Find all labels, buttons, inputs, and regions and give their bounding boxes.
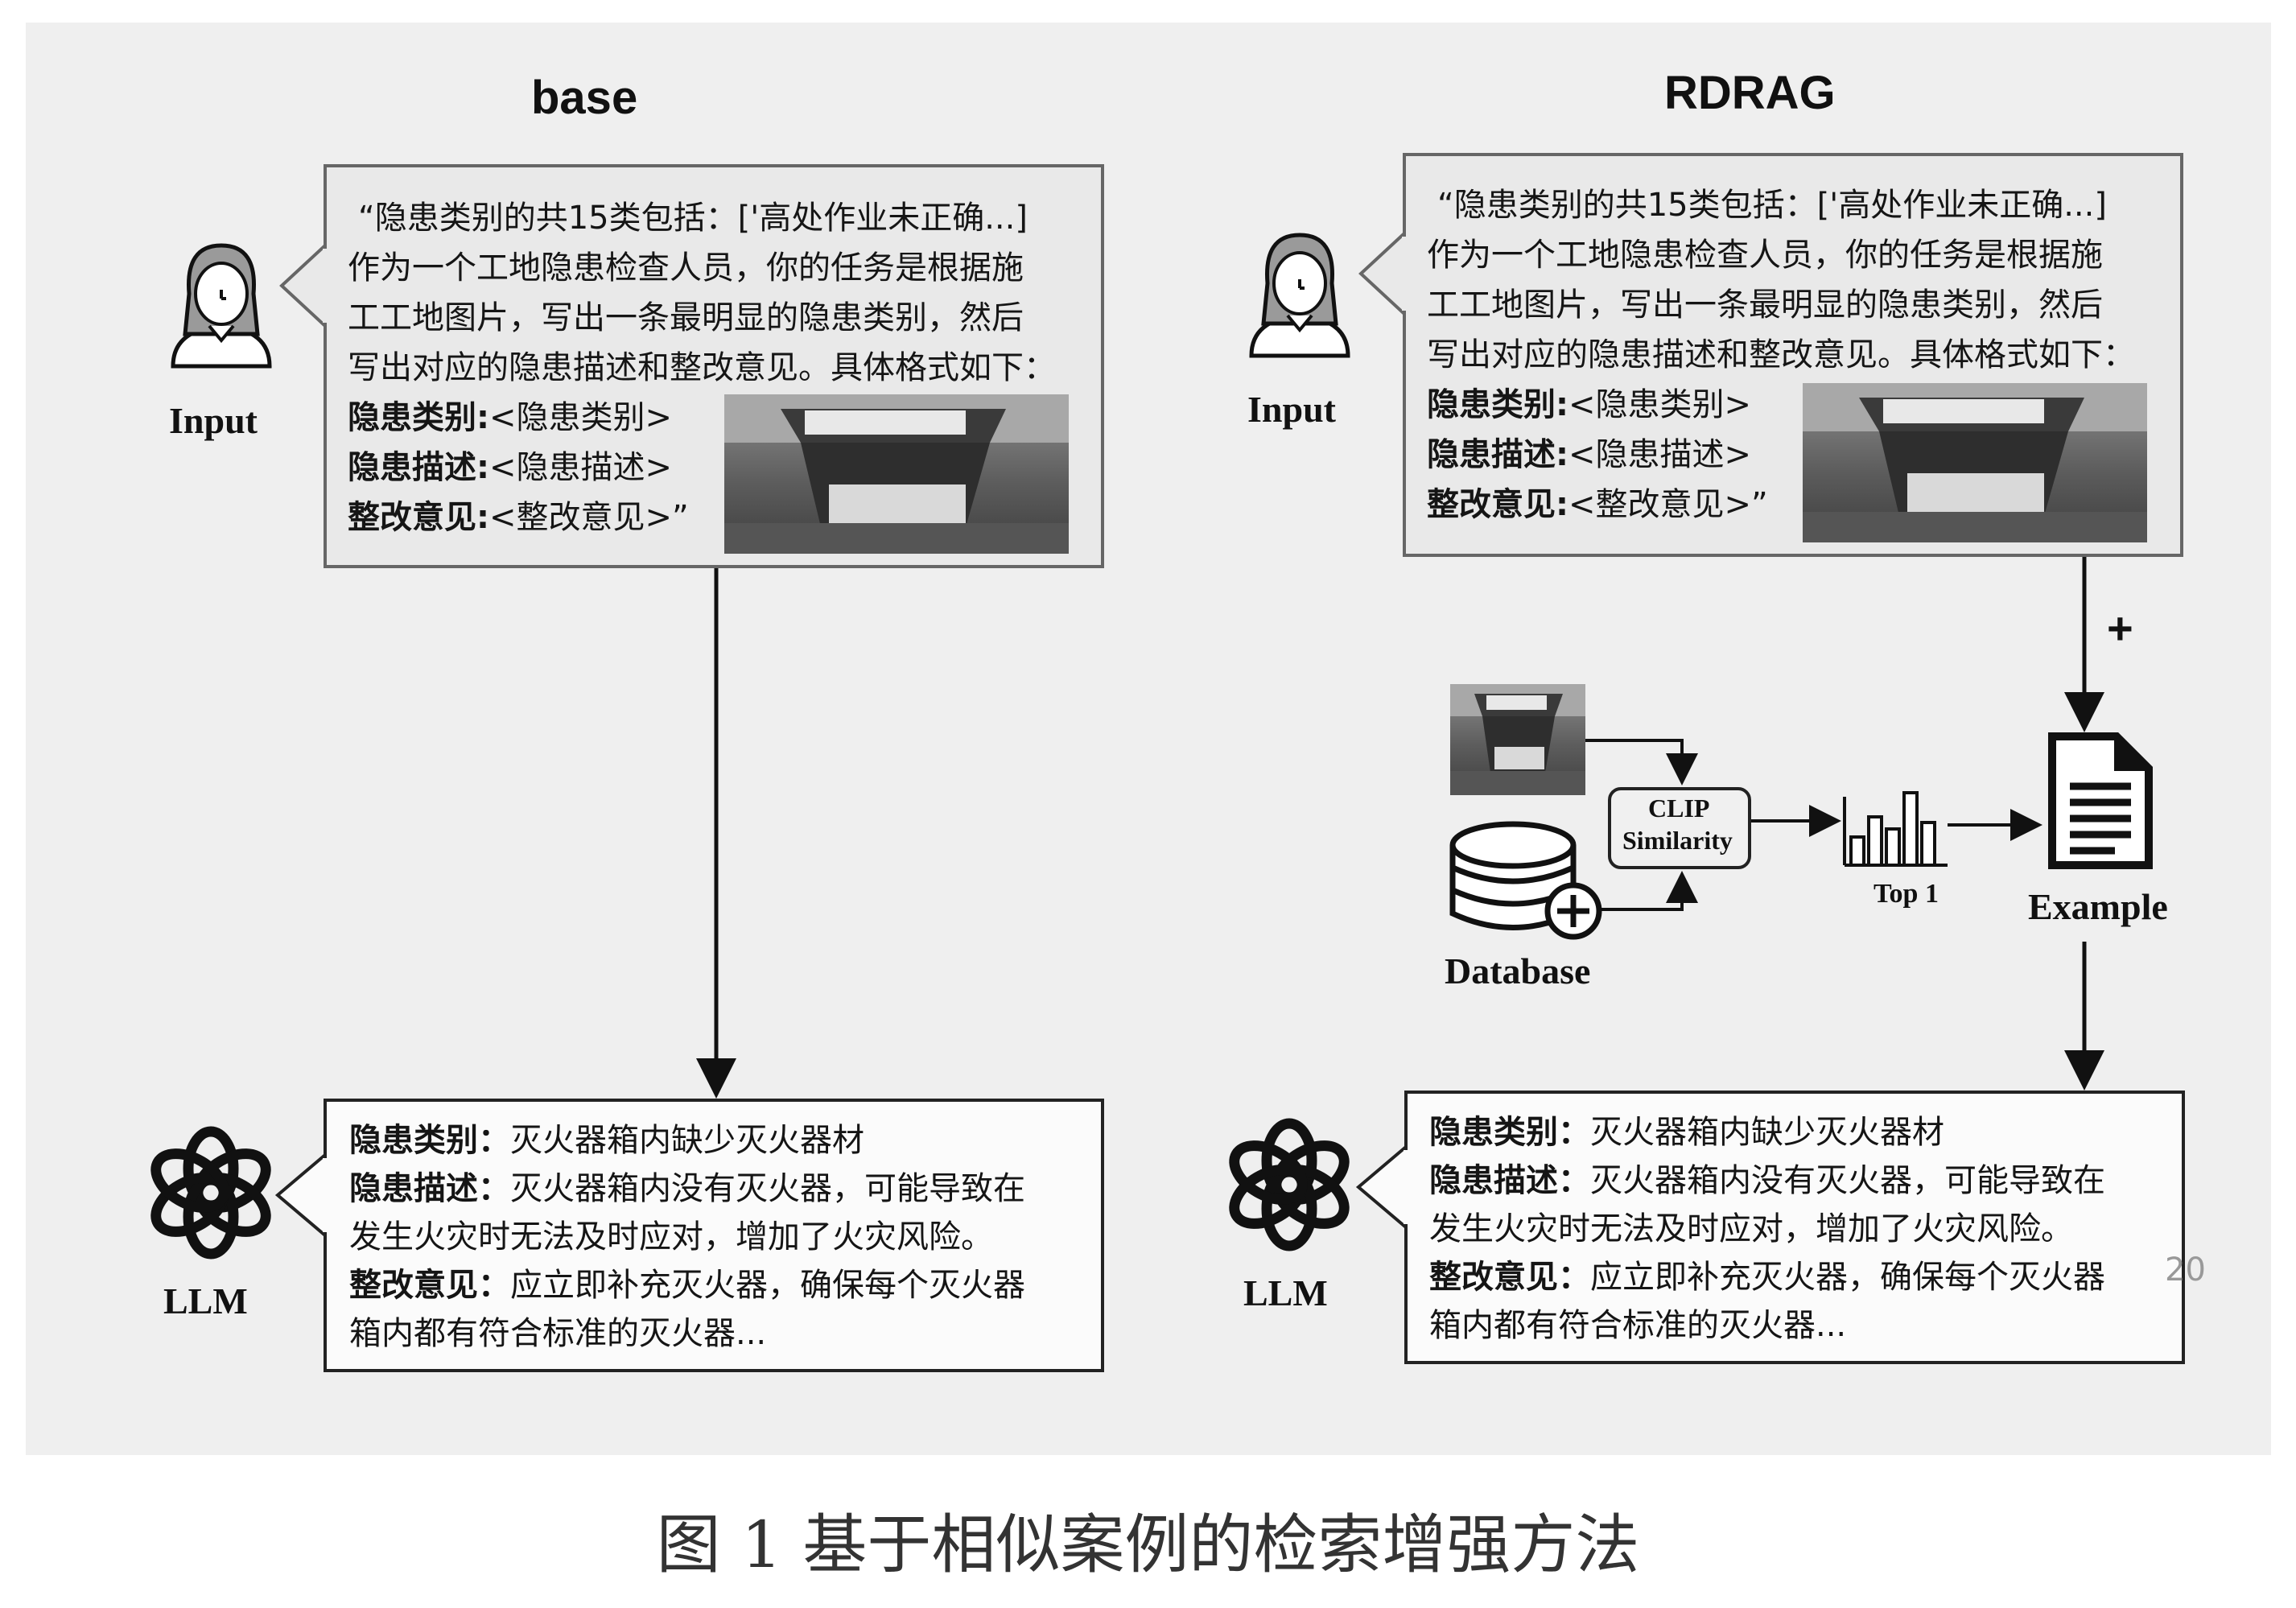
response-line: 整改意见：应立即补充灭火器，确保每个灭火器	[349, 1260, 1025, 1310]
document-icon	[2048, 732, 2153, 869]
response-value: 灭火器箱内没有灭火器，可能导致在	[510, 1170, 1025, 1207]
response-value: 灭火器箱内没有灭火器，可能导致在	[1590, 1162, 2105, 1199]
field-key: 整改意见:	[1427, 486, 1568, 523]
response-value: 灭火器箱内缺少灭火器材	[1590, 1114, 1944, 1151]
field-value: <整改意见>”	[489, 499, 689, 536]
prompt-field: 整改意见:<整改意见>”	[1427, 480, 1768, 530]
openai-llm-icon	[1229, 1118, 1350, 1251]
base-site-photo	[724, 394, 1069, 554]
bubble-tail	[274, 1151, 328, 1239]
figure-caption: 图 1 基于相似案例的检索增强方法	[656, 1507, 1640, 1582]
example-label: Example	[2028, 886, 2168, 927]
prompt-field: 隐患类别:<隐患类别>	[1427, 380, 1751, 430]
response-line: 箱内都有符合标准的灭火器...	[1429, 1307, 1847, 1344]
response-line: 隐患描述：灭火器箱内没有灭火器，可能导致在	[1429, 1156, 2105, 1206]
prompt-line: 作为一个工地隐患检查人员，你的任务是根据施	[348, 249, 1024, 287]
response-line: 隐患类别：灭火器箱内缺少灭火器材	[1429, 1107, 1944, 1157]
bar-chart-icon	[1843, 791, 1948, 867]
response-line: 整改意见：应立即补充灭火器，确保每个灭火器	[1429, 1252, 2105, 1302]
prompt-field: 隐患描述:<隐患描述>	[1427, 430, 1751, 480]
response-key: 隐患描述：	[349, 1170, 510, 1207]
database-label: Database	[1445, 950, 1591, 992]
rdrag-response-box	[1404, 1091, 2185, 1364]
response-value: 灭火器箱内缺少灭火器材	[510, 1122, 864, 1159]
prompt-field: 隐患类别:<隐患类别>	[348, 393, 672, 443]
prompt-line: 写出对应的隐患描述和整改意见。具体格式如下：	[348, 349, 1056, 386]
clip-label: CLIP	[1648, 794, 1710, 823]
response-key: 隐患类别：	[349, 1122, 510, 1159]
title-rdrag: RDRAG	[1664, 67, 1836, 119]
bubble-tail	[1358, 229, 1407, 318]
top1-label: Top 1	[1873, 879, 1939, 909]
similarity-label: Similarity	[1622, 826, 1733, 855]
prompt-line: “隐患类别的共15类包括：['高处作业未正确...]	[358, 200, 1028, 237]
prompt-line: 工工地图片，写出一条最明显的隐患类别，然后	[1427, 287, 2103, 324]
field-key: 隐患类别:	[348, 399, 489, 436]
field-key: 隐患描述:	[1427, 436, 1568, 473]
response-line: 隐患描述：灭火器箱内没有灭火器，可能导致在	[349, 1164, 1025, 1214]
title-base: base	[531, 72, 638, 124]
plus-sign: +	[2107, 603, 2133, 654]
rdrag-site-photo	[1803, 383, 2147, 542]
response-line: 发生火灾时无法及时应对，增加了火灾风险。	[1429, 1210, 2073, 1247]
prompt-line: 作为一个工地隐患检查人员，你的任务是根据施	[1427, 237, 2103, 274]
page-number: 20	[2165, 1251, 2206, 1288]
prompt-line: 工工地图片，写出一条最明显的隐患类别，然后	[348, 299, 1024, 336]
arrow-thumb-to-clip	[1585, 739, 1698, 785]
prompt-field: 整改意见:<整改意见>”	[348, 493, 689, 542]
base-llm-label: LLM	[163, 1280, 248, 1321]
field-value: <隐患类别>	[489, 399, 673, 436]
base-input-label: Input	[169, 400, 258, 441]
base-response-box	[324, 1099, 1104, 1372]
bubble-tail	[279, 241, 328, 330]
field-value: <隐患类别>	[1568, 386, 1752, 423]
prompt-line: 写出对应的隐患描述和整改意见。具体格式如下：	[1427, 336, 2135, 373]
response-key: 隐患描述：	[1429, 1162, 1590, 1199]
database-icon	[1449, 821, 1602, 940]
response-value: 应立即补充灭火器，确保每个灭火器	[1590, 1259, 2105, 1296]
openai-llm-icon	[150, 1126, 271, 1260]
response-line: 隐患类别：灭火器箱内缺少灭火器材	[349, 1115, 864, 1165]
query-thumbnail	[1450, 684, 1585, 795]
field-value: <隐患描述>	[1568, 436, 1752, 473]
user-icon	[171, 243, 272, 369]
response-line: 箱内都有符合标准的灭火器...	[349, 1315, 767, 1352]
field-key: 整改意见:	[348, 499, 489, 536]
prompt-field: 隐患描述:<隐患描述>	[348, 443, 672, 493]
clip-similarity-box	[1608, 787, 1751, 869]
response-key: 整改意见：	[349, 1267, 510, 1304]
field-value: <隐患描述>	[489, 449, 673, 486]
bubble-tail	[1355, 1143, 1408, 1231]
user-icon	[1249, 233, 1350, 358]
response-key: 隐患类别：	[1429, 1114, 1590, 1151]
field-key: 隐患类别:	[1427, 386, 1568, 423]
response-value: 应立即补充灭火器，确保每个灭火器	[510, 1267, 1025, 1304]
field-key: 隐患描述:	[348, 449, 489, 486]
rdrag-input-label: Input	[1247, 389, 1336, 430]
prompt-line: “隐患类别的共15类包括：['高处作业未正确...]	[1437, 187, 2107, 224]
rdrag-llm-label: LLM	[1243, 1272, 1328, 1313]
response-key: 整改意见：	[1429, 1259, 1590, 1296]
field-value: <整改意见>”	[1568, 486, 1768, 523]
response-line: 发生火灾时无法及时应对，增加了火灾风险。	[349, 1218, 993, 1255]
arrow-db-to-clip	[1601, 871, 1698, 911]
